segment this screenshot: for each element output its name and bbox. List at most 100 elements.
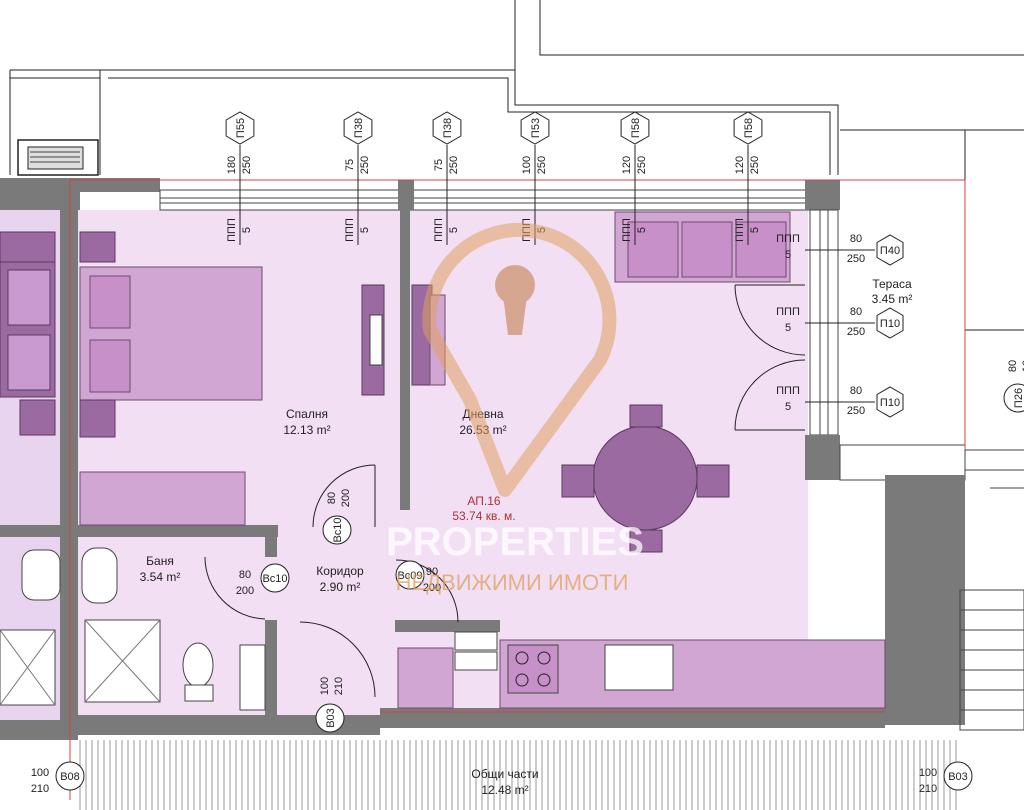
side-window-height: 250 bbox=[847, 326, 865, 338]
terrace-name: Тераса bbox=[872, 277, 912, 291]
window-width: 100 bbox=[521, 156, 533, 174]
side-window-sill-label: ППП bbox=[776, 233, 800, 245]
wardrobe bbox=[79, 471, 246, 526]
window-height: 250 bbox=[359, 156, 371, 174]
window-height: 250 bbox=[448, 156, 460, 174]
watermark-brand: PROPERTIES bbox=[386, 520, 644, 564]
window-sill-label: ППП bbox=[226, 218, 238, 242]
top-balcony-outline bbox=[9, 0, 1024, 331]
side-window-tag: П10 bbox=[880, 318, 900, 330]
door-width: 100 bbox=[319, 677, 331, 695]
door-tag: В03 bbox=[325, 708, 337, 728]
door-tag-circle bbox=[315, 703, 345, 733]
sofa bbox=[614, 211, 791, 283]
window-width: 120 bbox=[734, 156, 746, 174]
side-window-sill-label: ППП bbox=[776, 385, 800, 397]
bath-name: Баня bbox=[146, 554, 174, 568]
door-tag: В03 bbox=[948, 771, 968, 783]
walls bbox=[0, 178, 966, 740]
side-window-sill-value: 5 bbox=[785, 322, 791, 334]
window-tag: П38 bbox=[353, 118, 365, 138]
window-tag: П58 bbox=[630, 118, 642, 138]
side-window-width: 80 bbox=[850, 306, 862, 318]
side-window-sill-value: 5 bbox=[785, 249, 791, 261]
window-tag: П55 bbox=[235, 118, 247, 138]
common-name: Общи части bbox=[471, 767, 538, 781]
terrace-area: 3.45 m² bbox=[872, 292, 913, 306]
window-tag-hexagon bbox=[620, 111, 650, 145]
window-tag-hexagon bbox=[733, 111, 763, 145]
bedroom-area: 12.13 m² bbox=[283, 423, 330, 437]
side-window-height: 250 bbox=[847, 405, 865, 417]
door-tag-circle bbox=[395, 560, 425, 590]
window-tag: П58 bbox=[743, 118, 755, 138]
window-tag-hexagon bbox=[432, 111, 462, 145]
common-area-hatch bbox=[79, 740, 957, 810]
side-window-tag: П40 bbox=[880, 245, 900, 257]
door-height: 200 bbox=[340, 489, 352, 507]
apartment-area: 53.74 кв. м. bbox=[452, 509, 515, 523]
window-sill-value: 5 bbox=[241, 227, 253, 233]
side-window-tag-hexagon bbox=[876, 307, 904, 339]
door-tag: Вс10 bbox=[332, 517, 344, 542]
door-width: 80 bbox=[1007, 360, 1019, 372]
dining-table bbox=[561, 404, 730, 553]
window-sill-value: 5 bbox=[636, 227, 648, 233]
window-height: 250 bbox=[536, 156, 548, 174]
door-height: 200 bbox=[236, 585, 254, 597]
stairs bbox=[959, 449, 1024, 731]
corridor-name: Коридор bbox=[316, 564, 364, 578]
window-tag: П38 bbox=[442, 118, 454, 138]
window-width: 180 bbox=[226, 156, 238, 174]
window-height: 250 bbox=[749, 156, 761, 174]
side-window-tag-hexagon bbox=[876, 386, 904, 418]
apartment-boundary-line bbox=[69, 179, 966, 800]
door-width: 90 bbox=[426, 566, 438, 578]
corridor-area: 2.90 m² bbox=[320, 580, 361, 594]
door-tag-circle bbox=[260, 563, 290, 593]
window-height: 250 bbox=[636, 156, 648, 174]
door-width: 100 bbox=[919, 767, 937, 779]
window-width: 75 bbox=[344, 159, 356, 171]
bedroom-name: Спалня bbox=[286, 407, 328, 421]
side-window-sill-value: 5 bbox=[785, 401, 791, 413]
window-tag-hexagon bbox=[520, 111, 550, 145]
side-window-width: 80 bbox=[850, 233, 862, 245]
side-window-tag: П10 bbox=[880, 397, 900, 409]
window-tag: П53 bbox=[530, 118, 542, 138]
bathroom-fixtures bbox=[81, 547, 266, 711]
window-tag-hexagon bbox=[225, 111, 255, 145]
door-tag: Вс10 bbox=[262, 573, 287, 585]
door-width: 80 bbox=[239, 569, 251, 581]
side-window-sill-label: ППП bbox=[776, 306, 800, 318]
door-height: 200 bbox=[423, 582, 441, 594]
door-tag-circle bbox=[322, 515, 352, 545]
watermark-tagline: НЕДВИЖИМИ ИМОТИ bbox=[396, 570, 629, 595]
window-sill-value: 5 bbox=[448, 227, 460, 233]
window-sill-value: 5 bbox=[359, 227, 371, 233]
door-height: 210 bbox=[31, 783, 49, 795]
window-sill-label: ППП bbox=[734, 218, 746, 242]
door-width: 80 bbox=[326, 492, 338, 504]
window-width: 120 bbox=[621, 156, 633, 174]
common-area: 12.48 m² bbox=[481, 783, 528, 797]
window-sill-value: 5 bbox=[749, 227, 761, 233]
apartment-id: АП.16 bbox=[467, 494, 501, 508]
door-height: 10 bbox=[1021, 360, 1024, 372]
window-sill-label: ППП bbox=[433, 218, 445, 242]
window-sill-label: ППП bbox=[621, 218, 633, 242]
side-window-height: 250 bbox=[847, 253, 865, 265]
window-sill-label: ППП bbox=[344, 218, 356, 242]
air-conditioner-unit bbox=[17, 139, 99, 176]
neighbor-furniture bbox=[0, 231, 61, 720]
door-height: 210 bbox=[333, 677, 345, 695]
watermark-logo bbox=[422, 222, 617, 497]
window-width: 75 bbox=[433, 159, 445, 171]
window-tag-hexagon bbox=[343, 111, 373, 145]
door-tag: Вс09 bbox=[397, 570, 422, 582]
door-width: 100 bbox=[31, 767, 49, 779]
kitchen-counter bbox=[397, 631, 886, 709]
